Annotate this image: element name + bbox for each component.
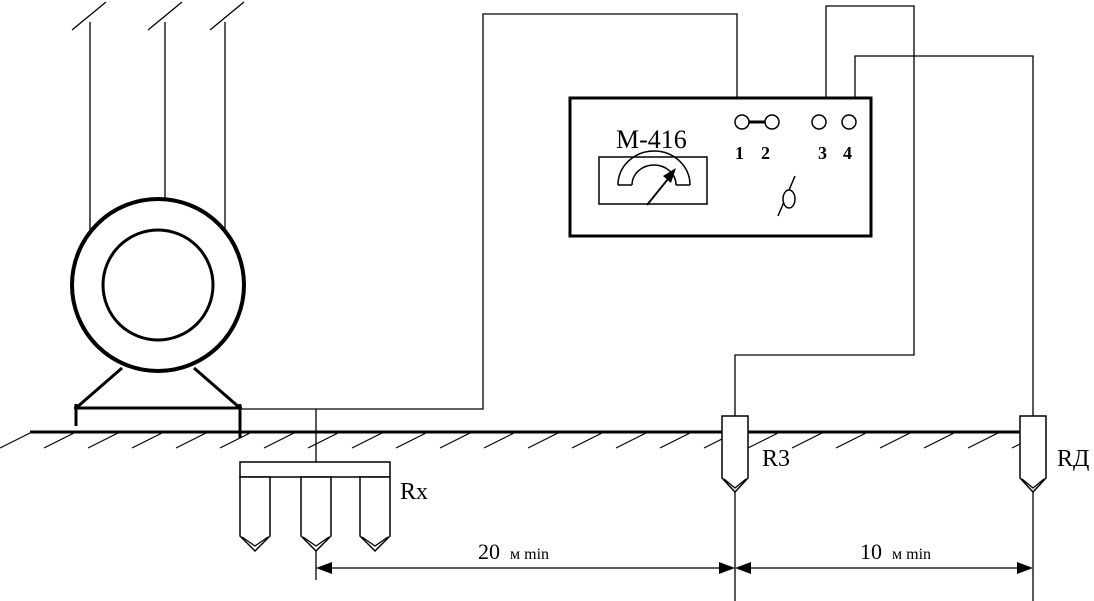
ground-hatch-mark [175,431,209,449]
ground-hatch-mark [483,431,517,449]
motor [70,197,246,438]
terminal-2 [764,114,780,130]
terminal-label-4: 4 [843,143,852,163]
ground [0,430,1045,449]
ground-hatch-mark [131,431,165,449]
dimension-20m: 20 м min [316,539,735,574]
adjustment-knob [777,175,796,217]
ground-hatch-mark [967,431,1001,449]
terminal-label-3: 3 [818,143,827,163]
terminal-3 [811,114,827,130]
ground-hatch-mark [615,431,649,449]
dimension-lines: 20 м min 10 м min [315,492,1034,601]
ground-hatch-mark [791,431,825,449]
ground-hatch-mark [87,431,121,449]
ground-hatch-mark [43,431,77,449]
ground-hatch-mark [395,431,429,449]
probe-r3: R3 [721,415,790,494]
probe-rd: RД [1019,415,1089,494]
ground-hatch-mark [659,431,693,449]
dimension-20-value: 20 [478,539,500,564]
ground-hatch-mark [571,431,605,449]
ground-hatch-mark [835,431,869,449]
ground-hatch-mark [747,431,781,449]
ground-hatch-mark [439,431,473,449]
wire-rx-to-terminal-1 [242,13,738,462]
terminal-1 [734,114,750,130]
wire-r3-to-terminal-3 [734,5,915,416]
overhead-line-poles [71,1,245,262]
ground-hatch-mark [527,431,561,449]
ground-hatch-mark [0,431,33,449]
ground-hatch-mark [351,431,385,449]
meter-terminals: 1 2 3 4 [734,114,857,163]
label-r3: R3 [762,446,790,472]
ground-hatch-mark [879,431,913,449]
terminal-label-1: 1 [735,143,744,163]
ground-hatch-mark [307,431,341,449]
ground-hatching [0,431,1045,449]
label-rd: RД [1057,446,1089,472]
svg-text:10 м min: 10 м min [860,539,931,564]
label-rx: Rx [400,479,428,505]
ground-electrode-rx: Rx [239,461,428,553]
wire-rd-to-terminal-4 [854,55,1034,416]
dimension-20-unit: м min [510,546,549,563]
svg-text:20 м min: 20 м min [478,539,549,564]
dimension-10-value: 10 [860,539,882,564]
ground-hatch-mark [923,431,957,449]
ground-hatch-mark [263,431,297,449]
meter-m416: М-416 1 2 3 4 [568,96,873,238]
terminal-label-2: 2 [761,143,770,163]
dimension-10-unit: м min [892,546,931,563]
dimension-10m: 10 м min [735,539,1033,574]
ground-hatch-mark [219,431,253,449]
terminal-4 [841,114,857,130]
meter-dial [598,150,708,206]
meter-model-label: М-416 [616,125,687,154]
